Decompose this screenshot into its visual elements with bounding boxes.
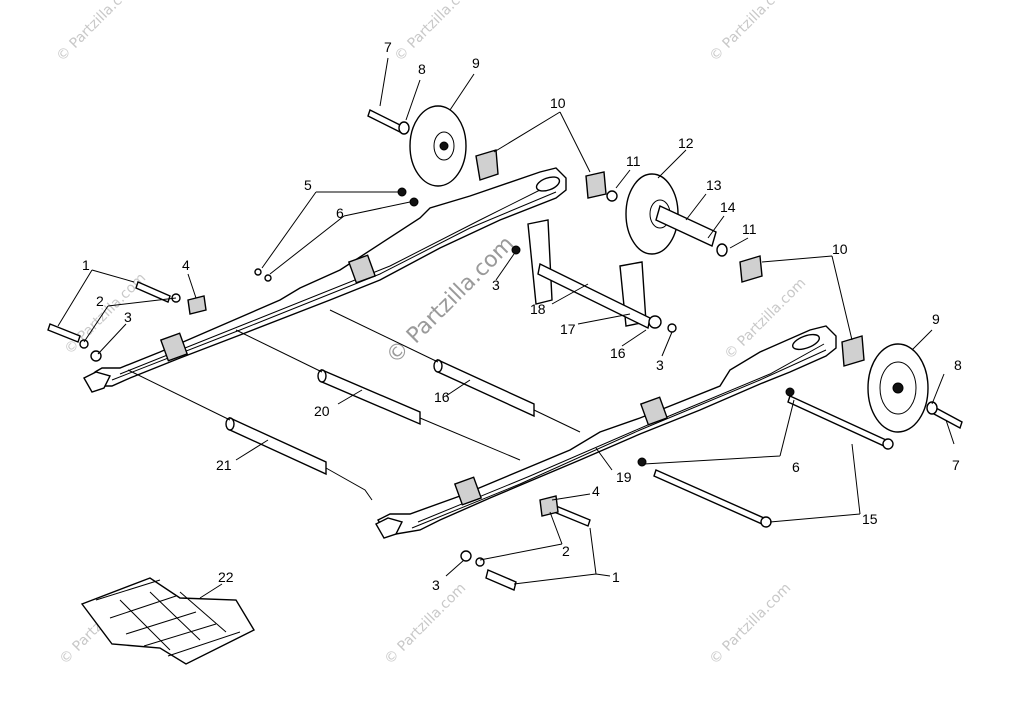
callout-16: 16 (610, 345, 626, 361)
watermark: © Partzilla.com (382, 580, 470, 668)
callout-4: 4 (592, 483, 600, 499)
rail-clip (347, 254, 377, 284)
callout-2: 2 (562, 543, 570, 559)
axle-blocks (475, 149, 865, 367)
long-bolts (653, 395, 894, 528)
rail-clip (453, 476, 483, 506)
callout-3: 3 (492, 277, 500, 293)
callout-20: 20 (314, 403, 330, 419)
cross-shafts (127, 309, 581, 501)
callout-9: 9 (472, 55, 480, 71)
callout-4: 4 (182, 257, 190, 273)
callout-8: 8 (418, 61, 426, 77)
callout-1: 1 (82, 257, 90, 273)
callout-19: 19 (616, 469, 632, 485)
callout-22: 22 (218, 569, 234, 585)
callout-12: 12 (678, 135, 694, 151)
callout-8: 8 (954, 357, 962, 373)
callout-18: 18 (530, 301, 546, 317)
left-rail (83, 167, 567, 393)
rail-clip (639, 396, 669, 426)
callout-10: 10 (832, 241, 848, 257)
idler-wheel-right (867, 343, 963, 433)
watermark: © Partzilla.com (62, 270, 150, 358)
callout-21: 21 (216, 457, 232, 473)
watermark: © Partzilla.com (707, 580, 795, 668)
watermarks: © Partzilla.com © Partzilla.com © Partzi… (54, 0, 810, 668)
skid-plate (80, 577, 255, 665)
callout-16: 16 (434, 389, 450, 405)
hardware (47, 187, 795, 591)
callout-3: 3 (432, 577, 440, 593)
callout-6: 6 (336, 205, 344, 221)
callout-3: 3 (124, 309, 132, 325)
callout-5: 5 (304, 177, 312, 193)
callout-17: 17 (560, 321, 576, 337)
callout-10: 10 (550, 95, 566, 111)
callout-1: 1 (612, 569, 620, 585)
rail-clip (159, 332, 189, 362)
front-axle-assembly (511, 219, 677, 333)
watermark: © Partzilla.com (54, 0, 142, 65)
wheel-axle-assembly (625, 173, 728, 257)
watermark: © Partzilla.com (707, 0, 795, 65)
leader-lines (57, 57, 955, 599)
callout-6: 6 (792, 459, 800, 475)
idler-wheel-upper (367, 105, 467, 187)
callouts: 7 8 9 10 11 12 13 14 11 10 5 6 1 4 2 3 3… (82, 39, 962, 593)
callout-3: 3 (656, 357, 664, 373)
callout-2: 2 (96, 293, 104, 309)
callout-11: 11 (626, 153, 641, 169)
callout-7: 7 (384, 39, 392, 55)
callout-13: 13 (706, 177, 722, 193)
callout-15: 15 (862, 511, 878, 527)
callout-11: 11 (742, 221, 757, 237)
watermark: © Partzilla.com (392, 0, 480, 65)
callout-14: 14 (720, 199, 736, 215)
callout-7: 7 (952, 457, 960, 473)
callout-9: 9 (932, 311, 940, 327)
right-rail (375, 325, 837, 539)
